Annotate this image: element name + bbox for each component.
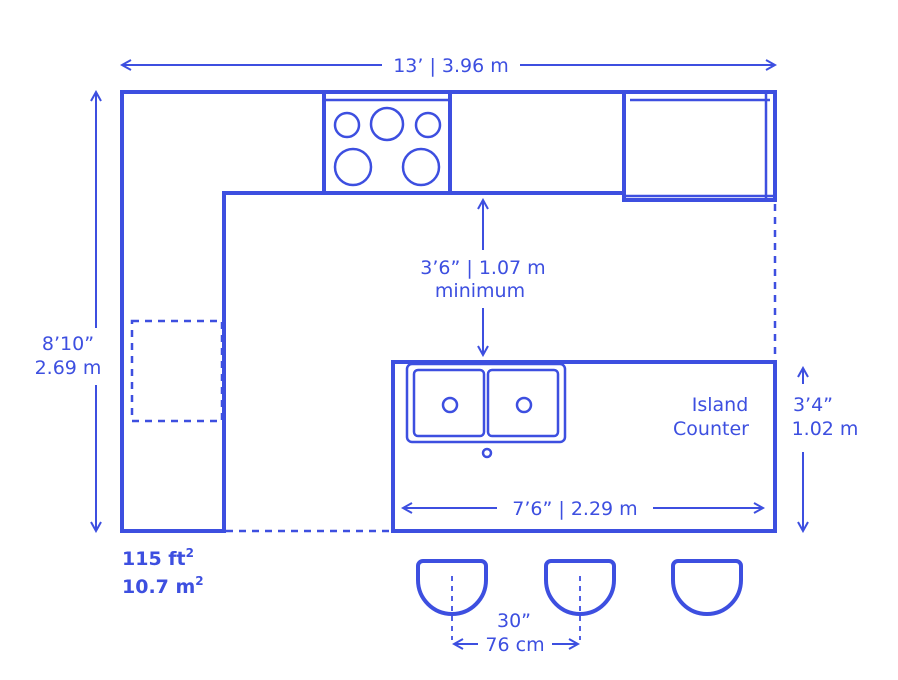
burner-icon: [333, 147, 373, 187]
area-metric: 10.7 m2: [122, 574, 204, 598]
island-width-dimension: 7’6” | 2.29 m: [403, 498, 763, 520]
dishwasher-outline: [130, 319, 224, 423]
burner-icon: [401, 147, 441, 187]
height-label-ft: 8’10”: [42, 333, 94, 355]
stool-spacing-in: 30”: [497, 610, 531, 632]
island-depth-dimension: 3’4” 1.02 m: [792, 368, 859, 531]
width-dimension: 13’ | 3.96 m: [122, 55, 775, 77]
area-imperial-exp: 2: [186, 546, 194, 560]
double-sink: [405, 362, 567, 459]
cooktop: [322, 92, 452, 193]
area-imperial: 115 ft2: [122, 546, 194, 570]
stool-icon: [544, 559, 616, 616]
island-width-label: 7’6” | 2.29 m: [512, 498, 637, 520]
height-label-m: 2.69 m: [35, 357, 102, 379]
area-metric-exp: 2: [195, 574, 203, 588]
area-imperial-value: 115 ft: [122, 548, 186, 570]
island-counter: [391, 360, 777, 533]
burner-icon: [369, 106, 405, 142]
stool-icon: [416, 559, 488, 616]
stool-spacing-dimension: 30” 76 cm: [454, 610, 578, 656]
island-depth-m: 1.02 m: [792, 418, 859, 440]
refrigerator: [622, 90, 777, 202]
drain-icon: [515, 396, 533, 414]
clearance-label: 3’6” | 1.07 m: [420, 257, 545, 279]
width-label: 13’ | 3.96 m: [393, 55, 509, 77]
height-dimension: 8’10” 2.69 m: [35, 92, 102, 531]
island-depth-ft: 3’4”: [793, 394, 833, 416]
island-label-line1: Island: [692, 394, 749, 416]
burner-icon: [333, 111, 361, 139]
area-label: 115 ft2 10.7 m2: [122, 546, 204, 598]
island-label-line2: Counter: [673, 418, 749, 440]
stool-spacing-cm: 76 cm: [485, 634, 544, 656]
bar-stools: [416, 559, 743, 640]
clearance-dimension: 3’6” | 1.07 m minimum: [420, 200, 546, 355]
burner-icon: [414, 111, 442, 139]
stool-icon: [671, 559, 743, 616]
area-metric-value: 10.7 m: [122, 576, 195, 598]
drain-icon: [441, 396, 459, 414]
faucet-icon: [481, 447, 493, 459]
clearance-note: minimum: [435, 280, 525, 302]
